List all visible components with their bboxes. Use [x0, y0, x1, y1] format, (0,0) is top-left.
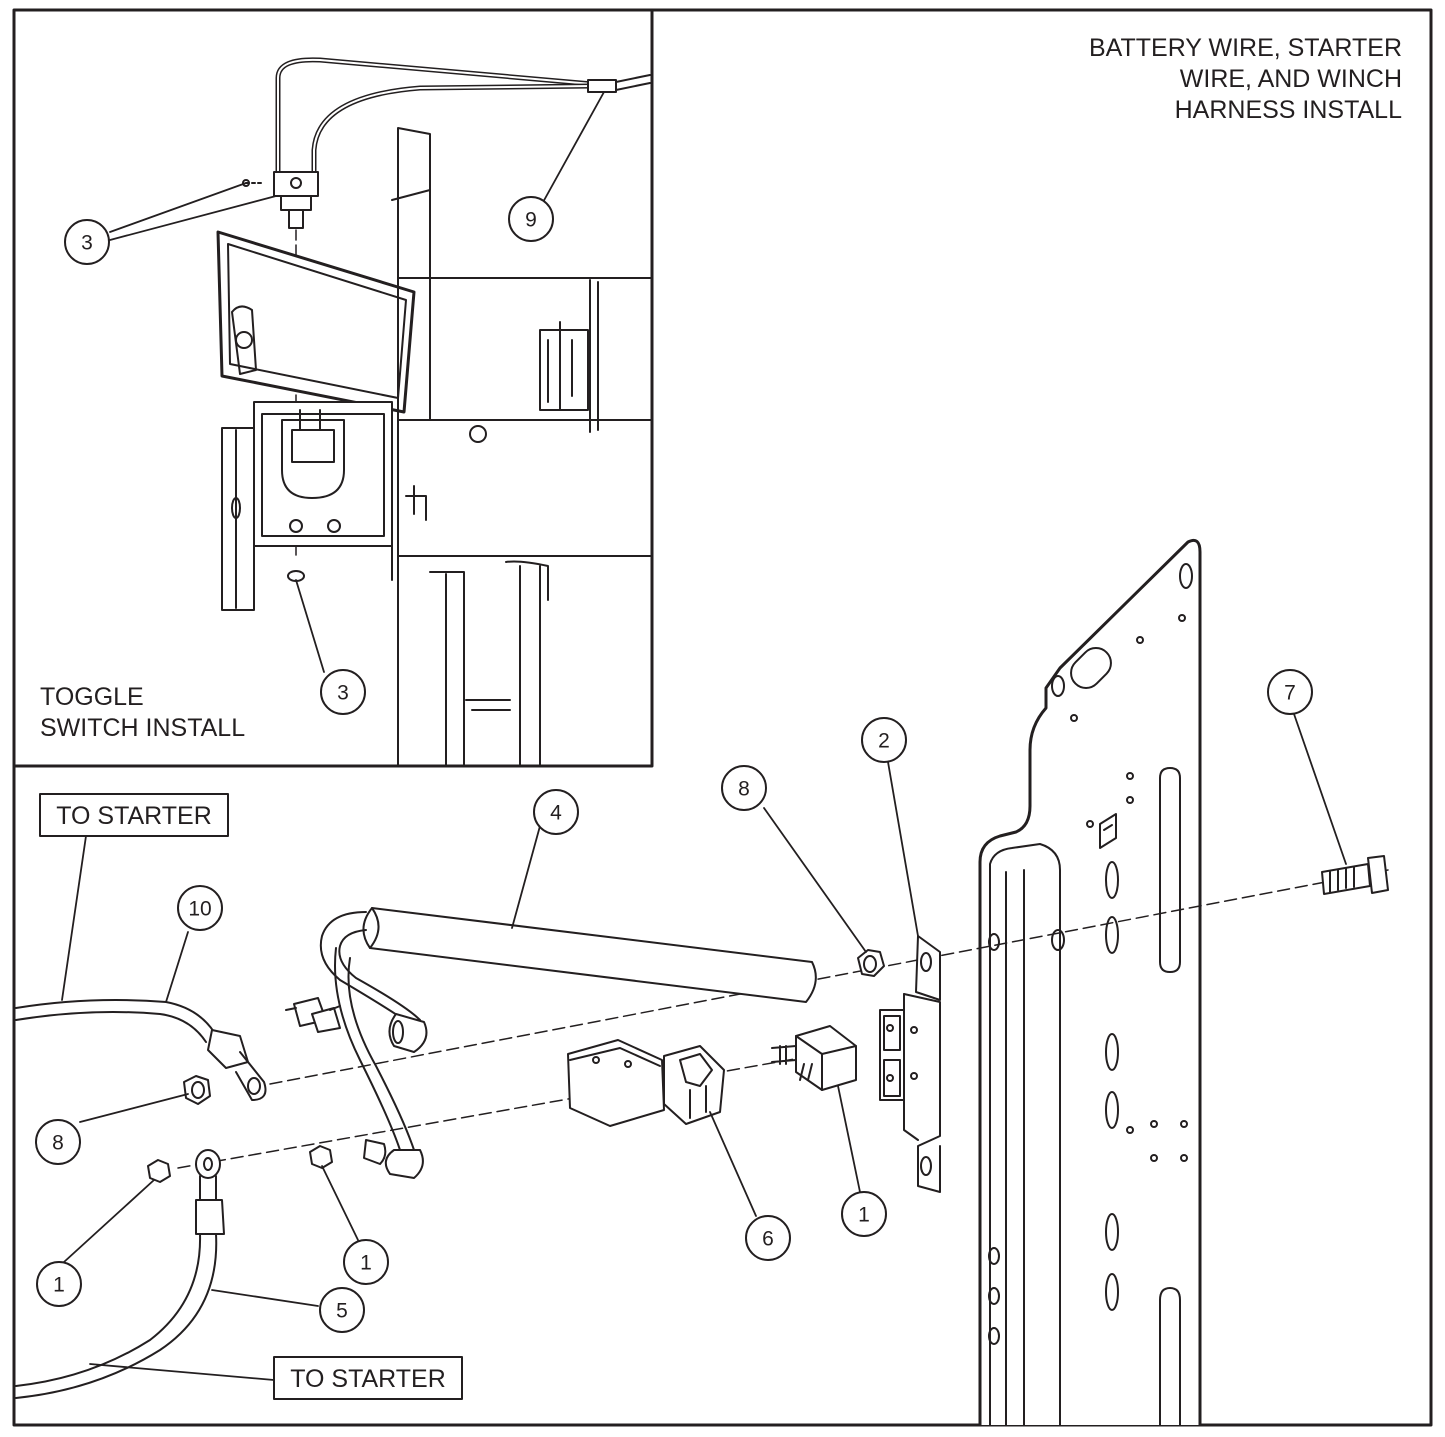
main-title: BATTERY WIRE, STARTER WIRE, AND WINCH HA…: [1089, 34, 1402, 124]
to-starter-text: TO STARTER: [290, 1365, 446, 1393]
callout-item-1-left: 1: [36, 1261, 82, 1307]
terminal-cover-part: [567, 1039, 725, 1127]
callout-text: 1: [858, 1204, 870, 1227]
mounting-plate-drawing: [978, 538, 1202, 1427]
callout-text: 1: [53, 1274, 65, 1297]
hex-nut-part-top: [857, 949, 885, 977]
callout-item-3-top: 3: [64, 219, 110, 265]
nuts-part: [147, 1145, 333, 1183]
inset-title: TOGGLE SWITCH INSTALL: [40, 683, 245, 742]
leader-lines: [61, 91, 1347, 1381]
inset-title-line-1: TOGGLE: [40, 683, 144, 711]
main-title-line-3: HARNESS INSTALL: [1175, 96, 1402, 124]
outer-frame: [12, 8, 1433, 1427]
installation-axes: [177, 869, 1389, 1169]
inset-frame: [12, 8, 654, 768]
callout-text: 3: [337, 682, 349, 705]
callout-text: 8: [738, 778, 750, 801]
callout-text: 8: [52, 1132, 64, 1155]
callout-item-9: 9: [508, 196, 554, 242]
main-title-line-1: BATTERY WIRE, STARTER: [1089, 34, 1402, 62]
callout-item-6: 6: [745, 1215, 791, 1261]
callout-text: 1: [360, 1252, 372, 1275]
callout-item-5: 5: [319, 1287, 365, 1333]
callout-text: 2: [878, 730, 890, 753]
callout-text: 3: [81, 232, 93, 255]
callout-item-8-top: 8: [721, 765, 767, 811]
harness-part: [285, 907, 817, 1179]
callout-text: 5: [336, 1300, 348, 1323]
to-starter-label-bottom: TO STARTER: [273, 1356, 463, 1400]
inset-toggle-switch-drawing: [216, 57, 653, 767]
callout-item-7: 7: [1267, 669, 1313, 715]
bracket-part: [879, 935, 941, 1193]
inset-title-line-2: SWITCH INSTALL: [40, 714, 245, 742]
callout-item-8-left: 8: [35, 1119, 81, 1165]
bolt-part: [1321, 855, 1389, 895]
hex-nut-part-left: [183, 1075, 211, 1105]
main-title-line-2: WIRE, AND WINCH: [1180, 65, 1402, 93]
callout-item-4: 4: [533, 789, 579, 835]
cables-part: [15, 999, 267, 1399]
to-starter-text: TO STARTER: [56, 802, 212, 830]
callout-item-2: 2: [861, 717, 907, 763]
callout-text: 6: [762, 1228, 774, 1251]
callout-text: 4: [550, 802, 562, 825]
callout-item-10: 10: [177, 885, 223, 931]
circuit-breaker-part: [771, 1025, 857, 1091]
callout-item-1-breaker: 1: [841, 1191, 887, 1237]
callout-text: 10: [188, 898, 211, 921]
callout-text: 7: [1284, 682, 1296, 705]
to-starter-label-top: TO STARTER: [39, 793, 229, 837]
callout-item-1-center: 1: [343, 1239, 389, 1285]
callout-item-3-bottom: 3: [320, 669, 366, 715]
callout-text: 9: [525, 209, 537, 232]
